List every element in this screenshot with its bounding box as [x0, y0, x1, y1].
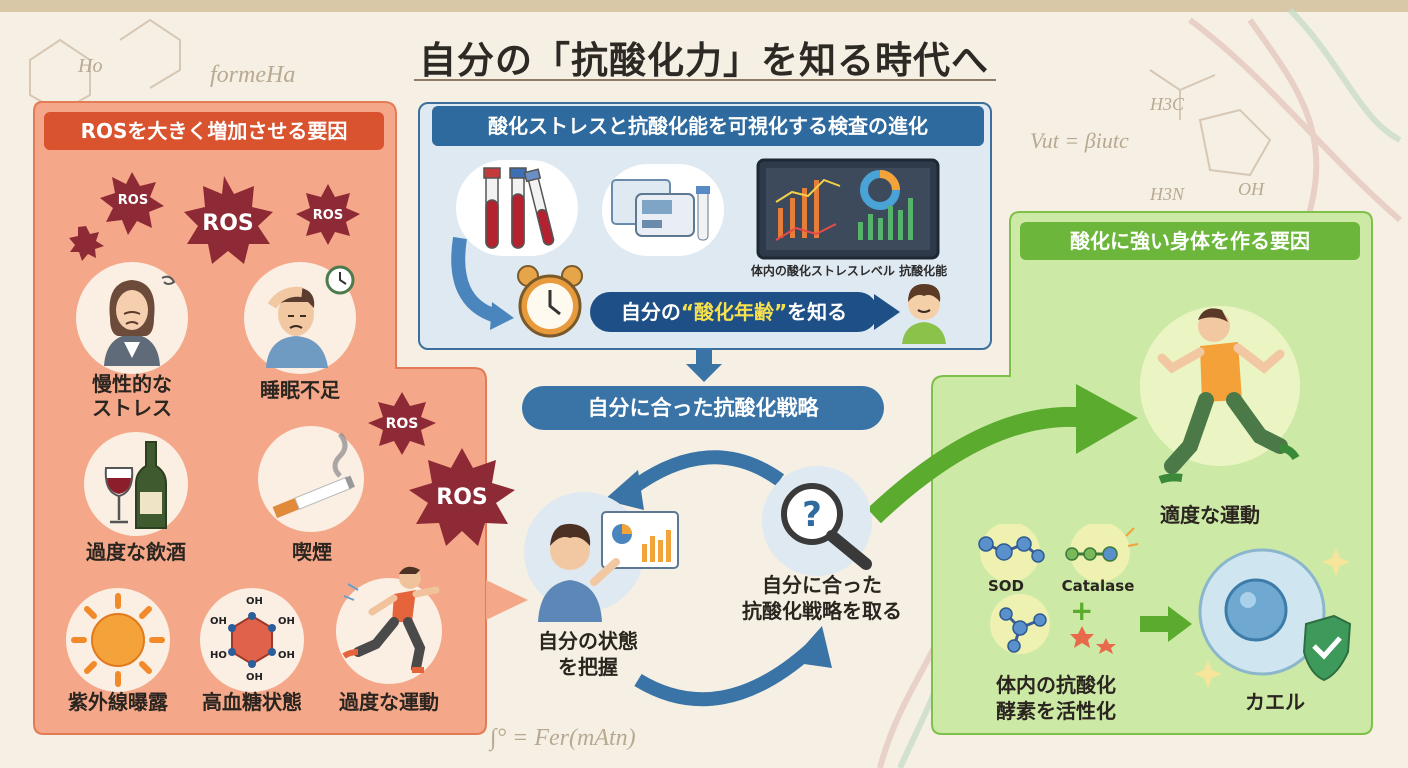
ros-label-2: ROS [202, 211, 254, 236]
age-prefix: 自分の [620, 300, 681, 324]
ros-label-3: ROS [313, 208, 343, 223]
analyst-chart-icon [538, 511, 679, 622]
monitor-chart-icon [756, 158, 940, 260]
enzyme-line2: 酵素を活性化 [996, 699, 1116, 723]
factor-label-stress-line2: ストレス [92, 396, 172, 420]
top-bar [0, 0, 1408, 12]
running-man-icon [342, 566, 440, 673]
factor-label-uv: 紫外線曝露 [68, 690, 168, 714]
enzyme-label: 体内の抗酸化 酵素を活性化 [966, 672, 1146, 724]
molecule-oh-right-bottom: OH [278, 650, 295, 661]
curved-arrow-to-clock [451, 236, 514, 330]
cigarette-icon [272, 432, 355, 519]
factor-label-stress: 慢性的な ストレス [66, 372, 198, 420]
cycle-arrows [604, 450, 832, 707]
boy-icon [902, 284, 946, 344]
left-panel-heading: ROSを大きく増加させる要因 [44, 112, 384, 150]
factor-label-stress-line1: 慢性的な [92, 372, 172, 396]
factor-label-alcohol: 過度な飲酒 [86, 540, 186, 564]
speech-tail [874, 294, 900, 330]
factor-label-exercise: 過度な運動 [339, 690, 439, 714]
ros-star-mid [368, 392, 436, 455]
jogger-icon [1140, 306, 1300, 484]
stressed-woman-icon [104, 275, 176, 366]
cell-label: カエル [1245, 690, 1305, 714]
ros-label-1: ROS [118, 193, 148, 208]
ros-label-4: ROS [386, 416, 419, 432]
enzyme-line1: 体内の抗酸化 [996, 673, 1116, 697]
formula-ho: Ho [77, 55, 102, 77]
step-strategy-line2: 抗酸化戦略を取る [742, 599, 902, 623]
ros-label-5: ROS [436, 485, 488, 510]
formula-integral: ∫° = Fer(mAtn) [488, 725, 636, 752]
molecule-oh-right-top: OH [278, 616, 295, 627]
exercise-label: 適度な運動 [1160, 503, 1260, 527]
magnifier-question-icon: ? [781, 483, 872, 570]
factor-label-glucose: 高血糖状態 [202, 690, 302, 714]
strategy-pill: 自分に合った抗酸化戦略 [522, 386, 884, 430]
sod-label: SOD [987, 577, 1024, 595]
formula-oh: OH [1238, 179, 1265, 199]
green-right-arrow [1140, 606, 1192, 642]
formula-h3n: H3N [1149, 184, 1185, 204]
step-grasp-label: 自分の状態 を把握 [516, 628, 660, 680]
step-grasp-line2: を把握 [558, 655, 618, 679]
monitor-caption: 体内の酸化ストレスレベル 抗酸化能 [750, 264, 948, 278]
blood-tubes-icon [483, 167, 555, 249]
step-strategy-label: 自分に合った 抗酸化戦略を取る [722, 572, 922, 624]
green-arrow [870, 384, 1138, 524]
age-highlight: “酸化年齢” [680, 300, 788, 324]
oxidation-age-pill: 自分の“酸化年齢”を知る [590, 292, 878, 332]
test-evolution-heading: 酸化ストレスと抗酸化能を可視化する検査の進化 [432, 106, 984, 146]
right-panel-heading: 酸化に強い身体を作る要因 [1020, 222, 1360, 260]
factor-label-sleep: 睡眠不足 [260, 378, 340, 402]
molecule-oh-left: OH [210, 616, 227, 627]
factor-label-smoking: 喫煙 [292, 540, 332, 564]
molecule-ho-left: HO [210, 650, 227, 661]
catalase-label: Catalase [1061, 577, 1135, 595]
alarm-clock-icon [517, 265, 583, 338]
ros-star-big-2 [409, 448, 515, 546]
down-arrow [686, 348, 722, 382]
formula-h3c: H3C [1149, 94, 1185, 114]
glucose-molecule-icon: OH OH OH OH HO OH [210, 596, 295, 683]
svg-text:?: ? [802, 495, 822, 535]
formula-forme: formeHa [210, 62, 295, 88]
test-device-icon [611, 179, 710, 241]
ros-star-large [184, 176, 273, 264]
protected-cell-icon [1194, 548, 1352, 688]
tired-man-alarm-icon [266, 265, 355, 368]
step-grasp-line1: 自分の状態 [538, 629, 638, 653]
molecule-oh-bottom: OH [246, 672, 263, 683]
wine-bottle-icon [104, 441, 167, 529]
ros-star-tiny [69, 226, 104, 261]
age-suffix: を知る [787, 300, 848, 324]
step-strategy-line1: 自分に合った [762, 573, 882, 597]
ros-star-small-2 [296, 184, 360, 245]
formula-vut: Vut = βiutc [1030, 128, 1129, 153]
ros-star-small-1 [100, 172, 164, 235]
title-underline [414, 79, 996, 81]
svg-text:+: + [1070, 594, 1093, 627]
page-title: 自分の「抗酸化力」を知る時代へ [419, 39, 989, 82]
sun-icon [71, 593, 165, 687]
molecule-oh-top: OH [246, 596, 263, 607]
enzyme-molecules-icon: + [978, 524, 1139, 654]
